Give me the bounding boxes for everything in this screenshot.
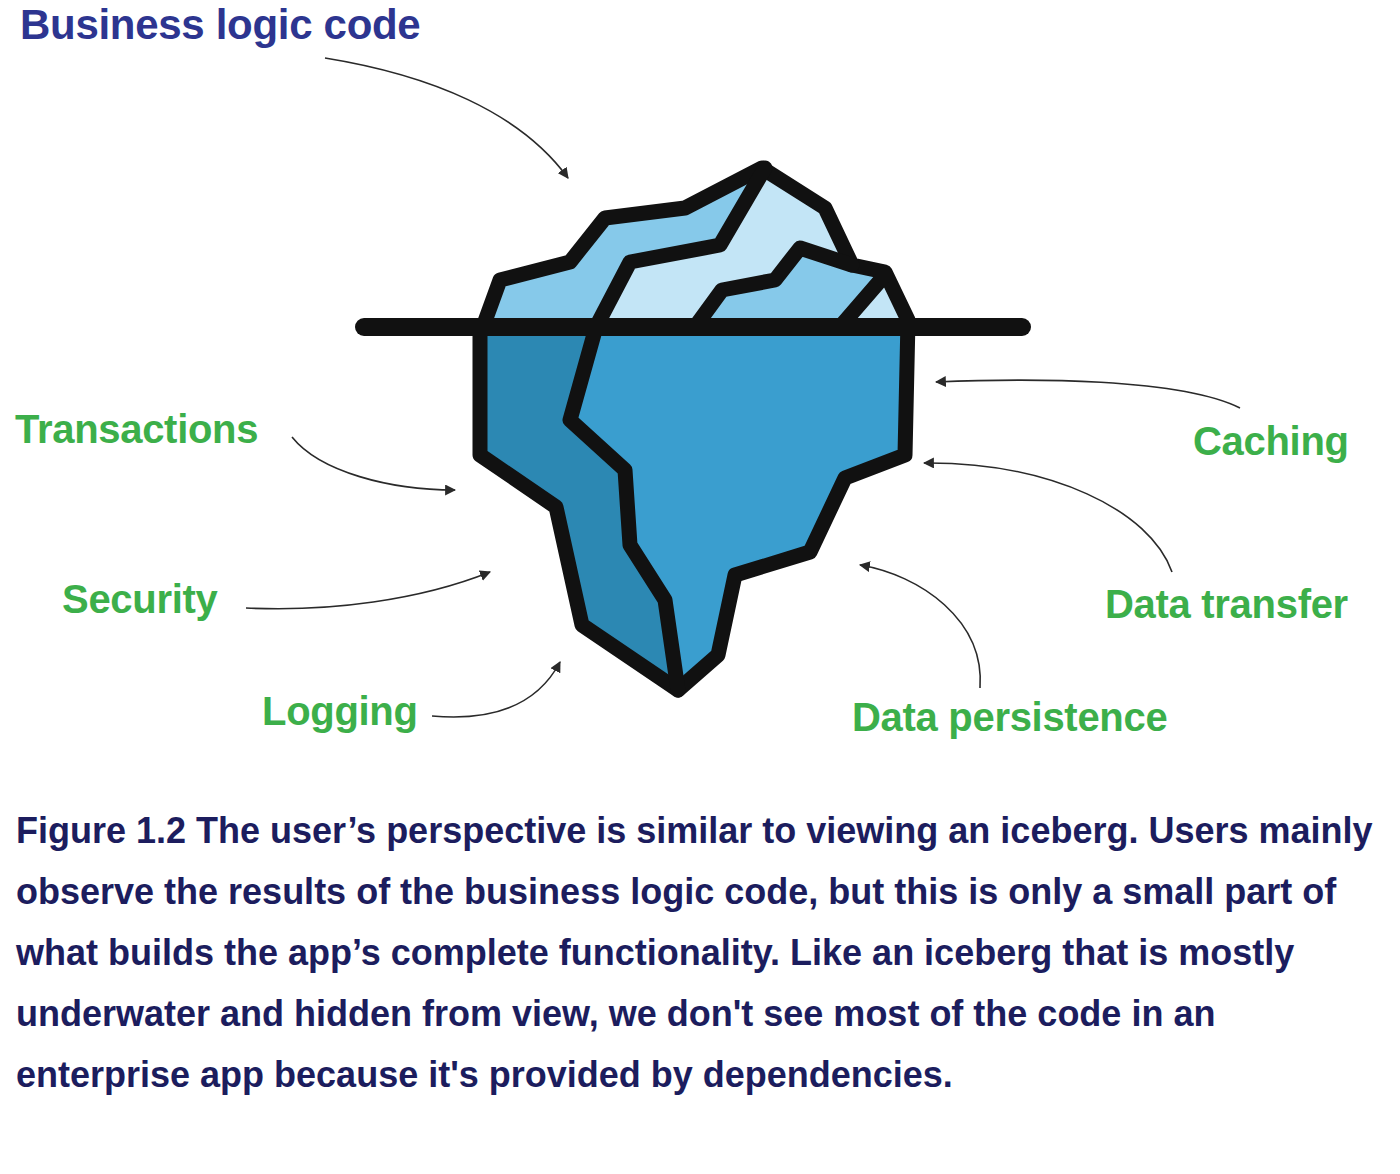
tip-label: Business logic code: [20, 0, 420, 50]
callout-label: Caching: [1193, 416, 1349, 466]
leader-line: [432, 662, 560, 717]
iceberg-crack: [570, 327, 678, 690]
water-line: [364, 318, 1022, 336]
callout-label: Transactions: [15, 404, 258, 454]
iceberg-outline: [480, 168, 908, 690]
callout-label: Security: [62, 574, 217, 624]
callout-label: Data transfer: [1105, 579, 1348, 629]
callout-label: Data persistence: [852, 692, 1167, 742]
leader-line: [936, 380, 1240, 408]
iceberg-ridge: [695, 248, 852, 327]
leader-line: [325, 58, 568, 178]
figure-caption: Figure 1.2 The user’s perspective is sim…: [16, 800, 1386, 1105]
callout-label: Logging: [262, 686, 418, 736]
iceberg-ridge: [596, 168, 765, 327]
leader-line: [292, 437, 455, 490]
iceberg-underwater: [570, 327, 908, 690]
leader-line: [860, 565, 980, 688]
leader-line: [924, 463, 1172, 572]
leader-line: [246, 572, 490, 609]
